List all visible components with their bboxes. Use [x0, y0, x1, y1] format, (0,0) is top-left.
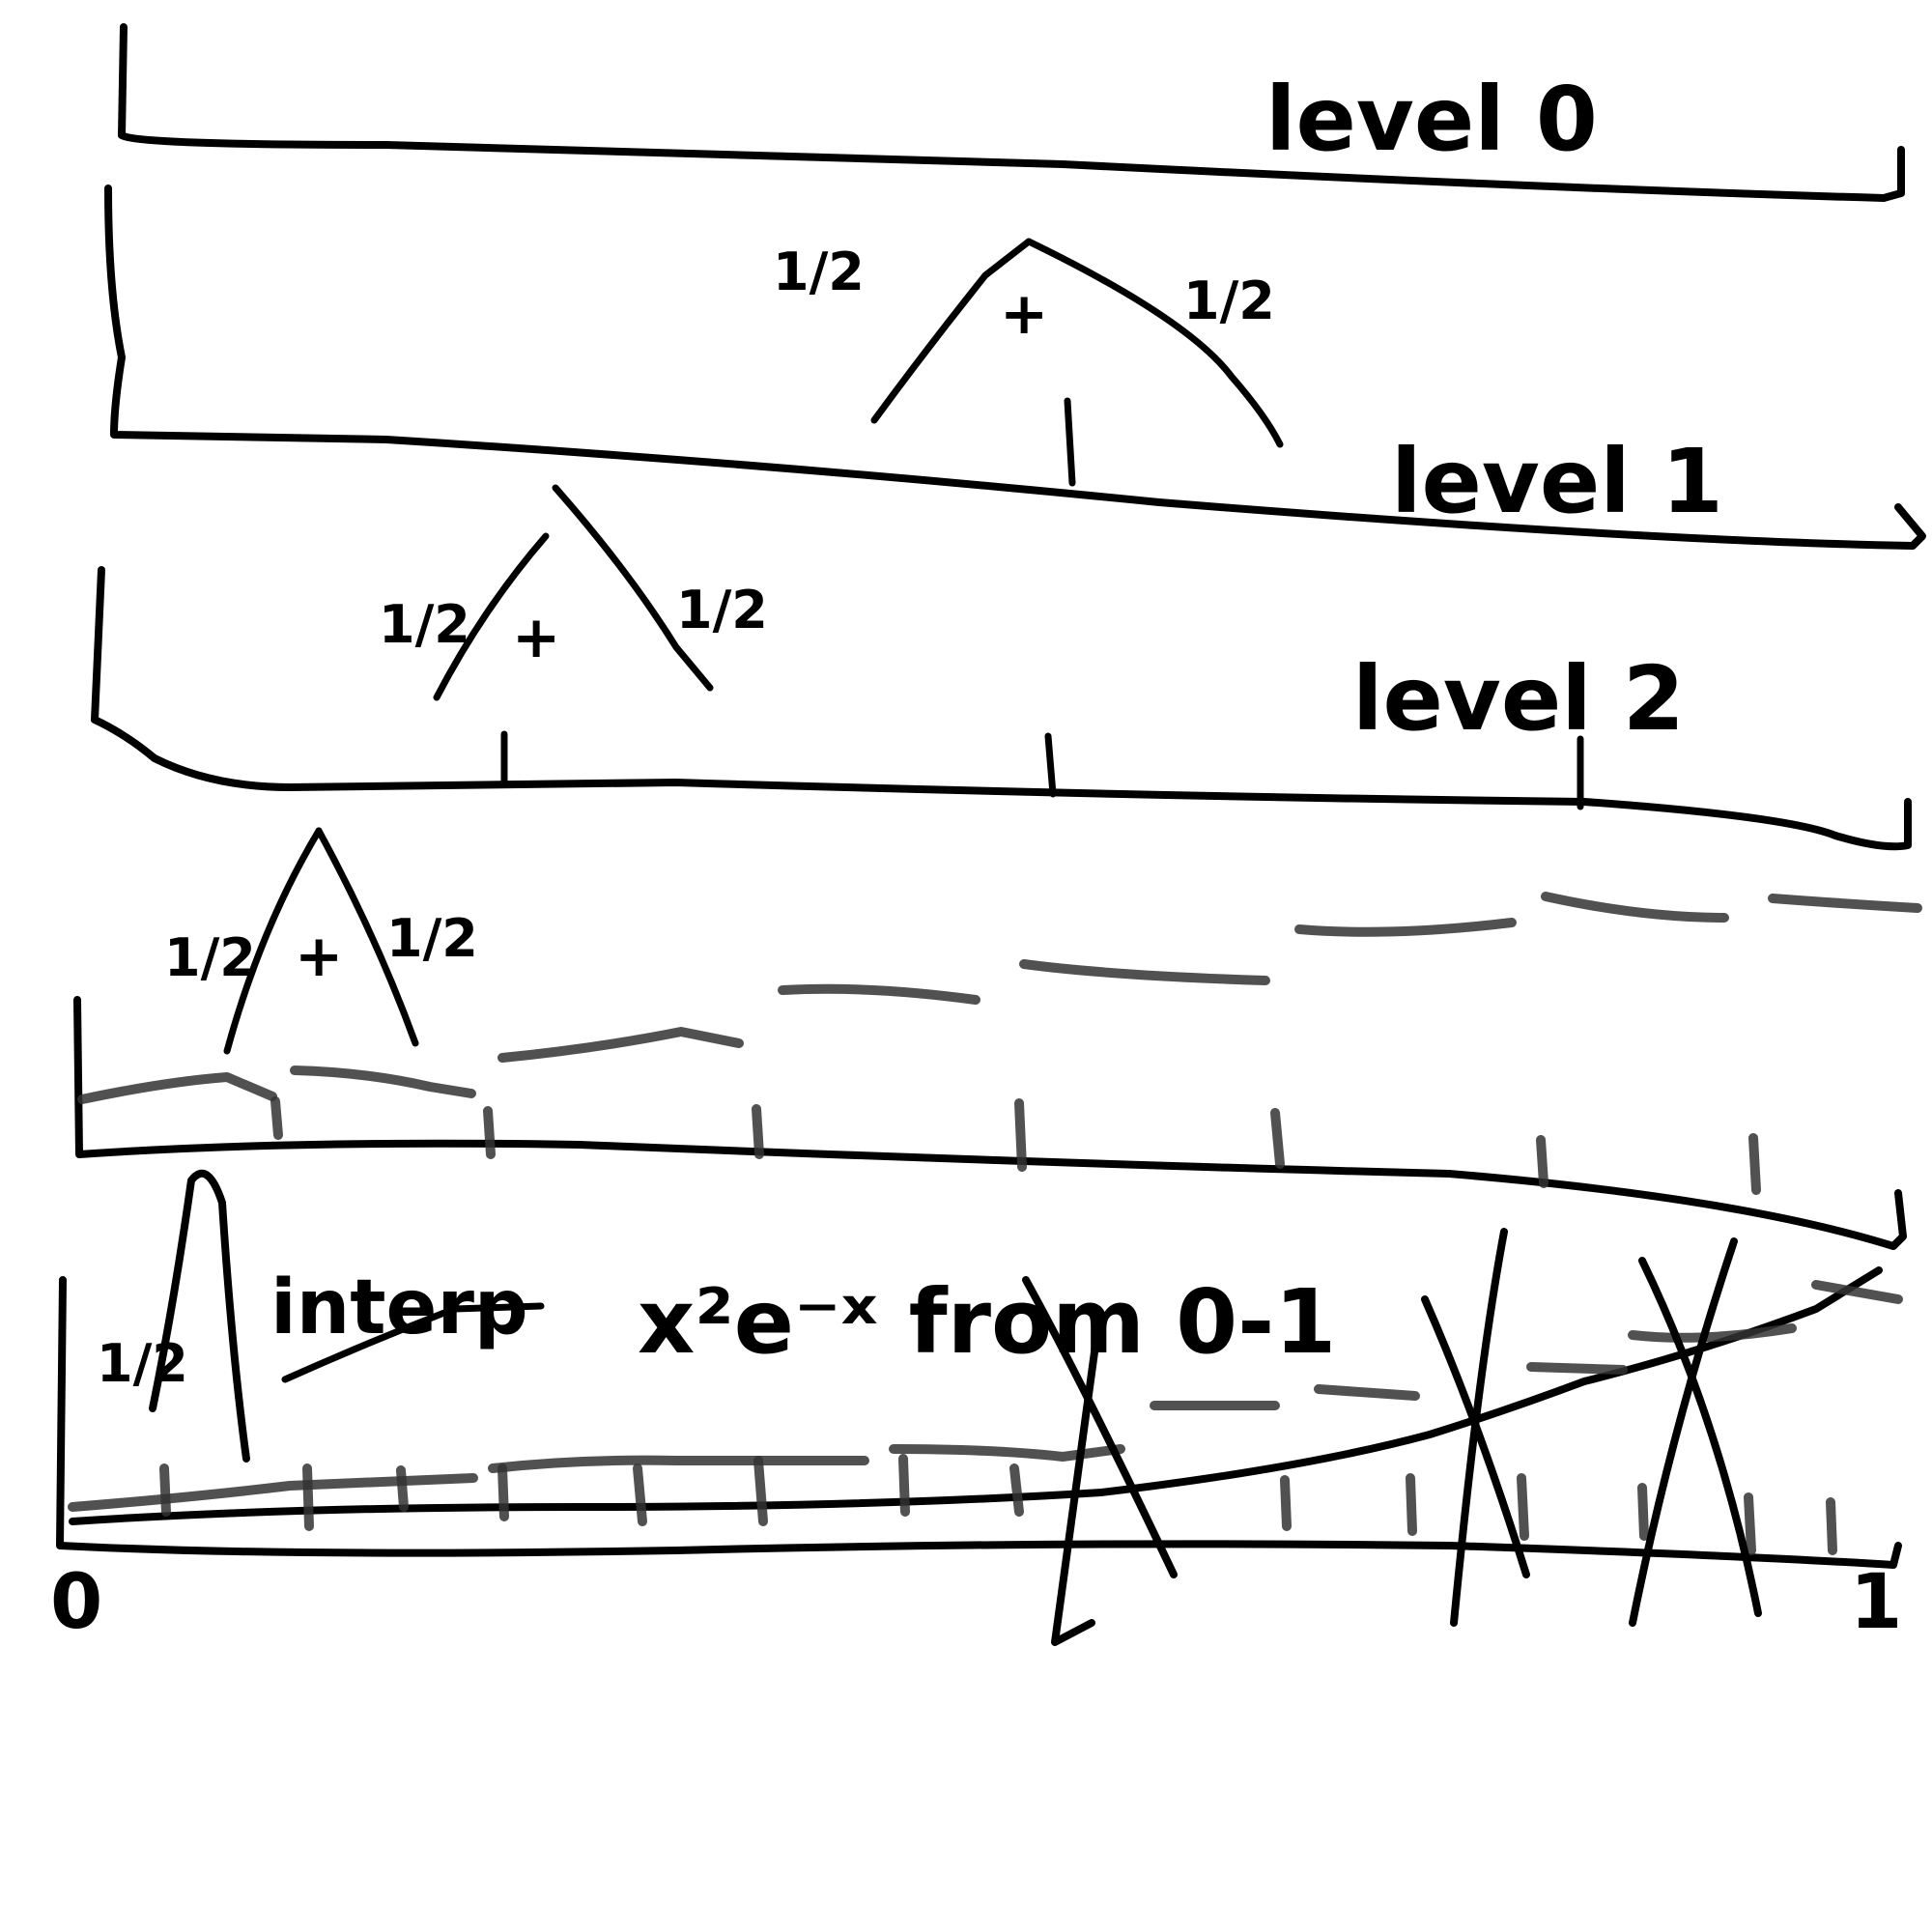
final-tick-2	[302, 1463, 314, 1531]
level-3-tick-2	[483, 1106, 496, 1159]
level-3-tick-4	[1014, 1098, 1027, 1172]
level-1-tree-right-branch	[1025, 238, 1284, 448]
level-3-group: 1/2 + 1/2	[73, 827, 1922, 1250]
level-1-tree-left-branch	[870, 238, 1033, 424]
level-3-split-mark: +	[295, 923, 343, 990]
axis-origin-label: 0	[50, 1559, 102, 1646]
final-steps-f	[1526, 1362, 1628, 1375]
level-3-segment-2	[290, 1065, 476, 1098]
final-steps-c	[889, 1444, 1125, 1462]
level-3-segment-1	[77, 1072, 277, 1104]
level-1-axis	[104, 185, 1926, 550]
final-tick-3	[396, 1465, 409, 1512]
final-tick-13	[1744, 1492, 1756, 1555]
final-tick-7	[898, 1454, 910, 1517]
final-steps-g	[1628, 1323, 1797, 1343]
level-3-tree-left-branch	[223, 827, 323, 1055]
level-1-tick-mid	[1064, 397, 1076, 487]
final-first-peak	[149, 1169, 250, 1463]
level-2-axis	[91, 566, 1912, 851]
level-1-split-mark: +	[1000, 280, 1048, 348]
final-steps-a	[68, 1473, 478, 1512]
cross-out-3b	[1629, 1237, 1738, 1627]
final-tick-5	[633, 1463, 647, 1526]
level-3-tick-7	[1748, 1133, 1761, 1195]
level-3-segment-4	[778, 983, 980, 1005]
cross-out-2b	[1450, 1228, 1508, 1627]
level-2-label: level 2	[1352, 647, 1685, 751]
final-steps-e	[1314, 1384, 1420, 1401]
level-1-label: level 1	[1391, 430, 1723, 533]
level-1-right-weight: 1/2	[1183, 270, 1275, 331]
final-tick-4	[497, 1463, 509, 1521]
level-3-tick-6	[1536, 1135, 1548, 1188]
final-tick-11	[1517, 1473, 1529, 1541]
level-3-segment-6	[1294, 918, 1517, 937]
level-3-segment-7	[1541, 892, 1729, 923]
level-2-split-mark: +	[512, 604, 560, 671]
cross-out-1b	[1051, 1334, 1100, 1646]
level-3-tick-5	[1270, 1108, 1285, 1169]
final-tick-9	[1280, 1475, 1292, 1531]
level-2-tick-2	[1044, 732, 1057, 798]
level-2-right-weight: 1/2	[676, 580, 768, 640]
final-tick-14	[1826, 1497, 1837, 1555]
final-tick-6	[753, 1456, 768, 1526]
final-steps-h	[1811, 1280, 1903, 1304]
level-1-left-weight: 1/2	[773, 242, 865, 302]
level-0-label: level 0	[1265, 68, 1598, 171]
final-tick-12	[1637, 1483, 1649, 1541]
axis-end-label: 1	[1850, 1559, 1902, 1646]
level-1-group: 1/2 + 1/2 level 1	[104, 185, 1926, 550]
level-2-group: 1/2 + 1/2 level 2	[91, 484, 1912, 851]
final-tick-10	[1406, 1473, 1417, 1536]
final-steps-b	[488, 1455, 869, 1473]
level-3-segment-3	[497, 1027, 744, 1063]
level-3-left-weight: 1/2	[164, 927, 256, 988]
final-group: 1/2 interp x²e⁻ˣ from 0-1 0 1	[50, 1169, 1903, 1646]
final-left-weight: 1/2	[97, 1333, 188, 1394]
level-3-tick-1	[270, 1096, 283, 1140]
final-axis	[56, 1276, 1902, 1569]
interp-strikethrough	[281, 1302, 545, 1383]
level-3-segment-5	[1019, 959, 1270, 985]
final-tick-8	[1009, 1463, 1024, 1517]
level-2-left-weight: 1/2	[379, 594, 470, 655]
level-0-group: level 0	[118, 23, 1905, 202]
level-3-tick-3	[752, 1104, 764, 1159]
formula-label: x²e⁻ˣ from 0-1	[638, 1270, 1336, 1374]
level-2-tree-left-branch	[433, 532, 550, 701]
cross-out-3a	[1638, 1257, 1762, 1617]
level-3-axis	[73, 996, 1907, 1250]
level-2-tree-right-branch	[552, 484, 714, 692]
level-3-tree-right-branch	[315, 827, 419, 1047]
final-tick-1	[159, 1463, 171, 1517]
level-0-axis	[118, 23, 1905, 202]
level-3-segment-8	[1768, 894, 1922, 913]
level-3-right-weight: 1/2	[386, 908, 478, 969]
